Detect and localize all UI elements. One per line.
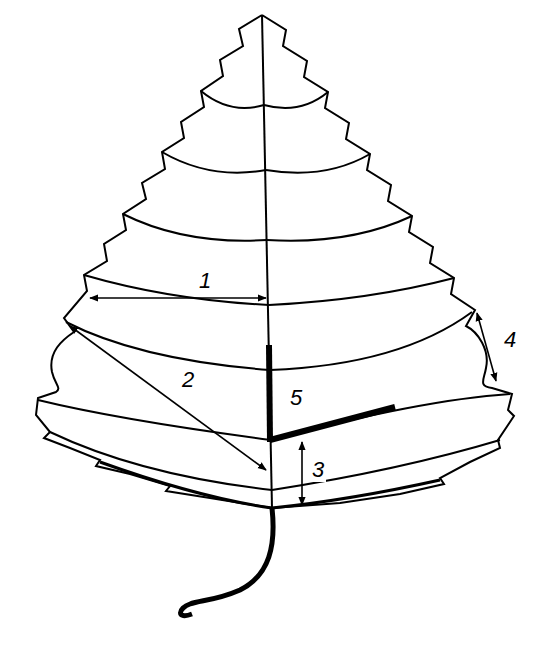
leaf-edge [36, 15, 272, 508]
vein [162, 152, 266, 173]
vein [272, 440, 500, 490]
leaf-edge [262, 15, 514, 508]
dimension-arrow [301, 442, 303, 505]
vein [123, 214, 267, 241]
measure-bar [269, 345, 270, 442]
vein [266, 154, 370, 173]
callout-number: 5 [288, 386, 304, 410]
vein [269, 278, 454, 305]
vein [38, 400, 271, 440]
dimension-arrow [70, 326, 266, 470]
callout-number: 4 [502, 328, 518, 352]
callout-number: 3 [310, 458, 326, 482]
callout-number: 1 [197, 269, 213, 293]
petiole [181, 508, 274, 616]
vein [84, 275, 269, 305]
vein [271, 394, 510, 440]
vein [264, 92, 328, 108]
vein [201, 91, 264, 108]
callout-number: 2 [180, 368, 196, 392]
dimension-arrow [90, 297, 266, 299]
vein [270, 312, 472, 370]
measure-bar [270, 407, 395, 440]
basal-vein [100, 462, 272, 508]
vein [267, 216, 412, 241]
basal-vein [272, 480, 440, 508]
midrib [262, 15, 272, 508]
dimension-arrow [477, 313, 496, 381]
